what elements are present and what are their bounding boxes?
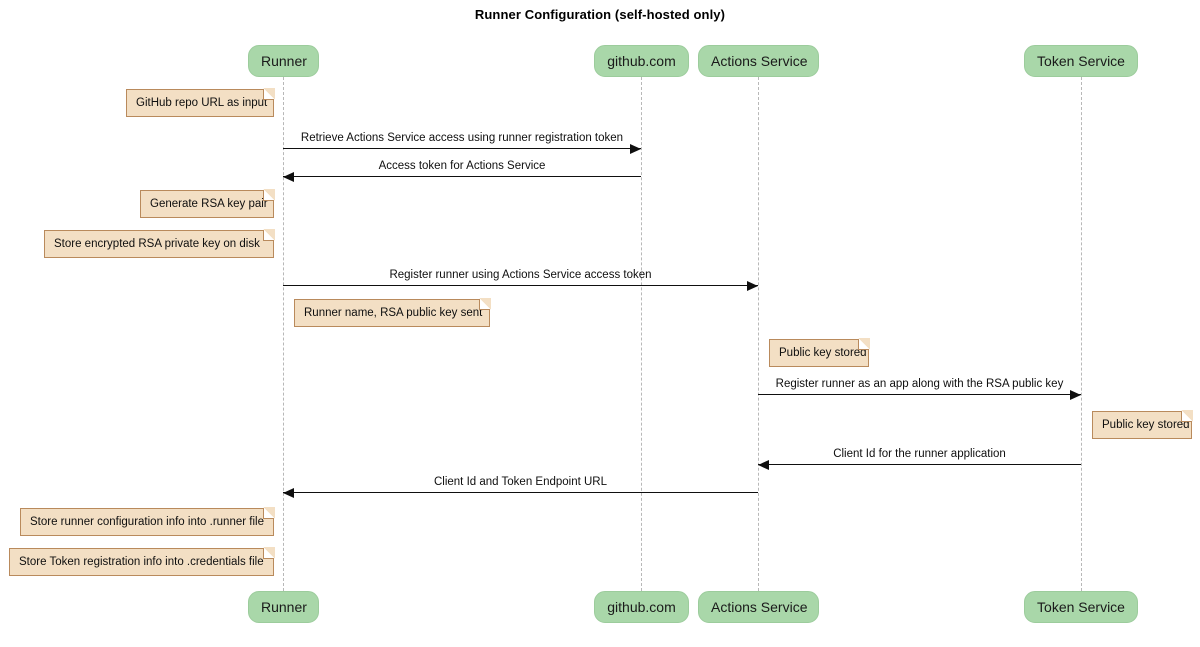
participant-tokensvc-top[interactable]: Token Service [1024, 45, 1138, 77]
participant-github-top[interactable]: github.com [594, 45, 689, 77]
participant-runner-bottom[interactable]: Runner [248, 591, 319, 623]
note-1: Generate RSA key pair [140, 189, 275, 218]
participant-label: Token Service [1037, 53, 1125, 69]
note-fold-corner-icon [263, 507, 275, 519]
participant-label: github.com [607, 53, 676, 69]
note-text: Store encrypted RSA private key on disk [54, 238, 260, 250]
note-4: Public key stored [769, 338, 870, 367]
note-text: GitHub repo URL as input [136, 97, 268, 109]
message-line-2 [283, 285, 758, 286]
note-6: Store runner configuration info into .ru… [20, 507, 275, 536]
message-label-5: Client Id and Token Endpoint URL [433, 476, 608, 488]
message-line-1 [283, 176, 641, 177]
participant-runner-top[interactable]: Runner [248, 45, 319, 77]
note-text: Public key stored [1102, 419, 1190, 431]
note-text: Store runner configuration info into .ru… [30, 516, 264, 528]
note-fold-corner-icon [263, 189, 275, 201]
message-label-3: Register runner as an app along with the… [775, 378, 1064, 390]
message-arrowhead-2 [747, 280, 758, 291]
note-5: Public key stored [1092, 410, 1193, 439]
note-fold-corner-icon [1181, 410, 1193, 422]
participant-actions-bottom[interactable]: Actions Service [698, 591, 819, 623]
message-line-0 [283, 148, 641, 149]
participant-label: Actions Service [711, 53, 808, 69]
note-fold-corner-icon [263, 88, 275, 100]
message-line-5 [283, 492, 758, 493]
lifeline-runner [283, 77, 284, 591]
message-arrowhead-1 [283, 171, 294, 182]
note-fold-corner-icon [479, 298, 491, 310]
participant-label: github.com [607, 599, 676, 615]
participant-label: Runner [261, 599, 307, 615]
message-arrowhead-0 [630, 143, 641, 154]
participant-label: Token Service [1037, 599, 1125, 615]
participant-github-bottom[interactable]: github.com [594, 591, 689, 623]
message-label-2: Register runner using Actions Service ac… [389, 269, 652, 281]
message-label-4: Client Id for the runner application [833, 448, 1006, 460]
lifeline-actions [758, 77, 759, 591]
note-7: Store Token registration info into .cred… [9, 547, 275, 576]
participant-label: Actions Service [711, 599, 808, 615]
note-text: Generate RSA key pair [150, 198, 268, 210]
note-0: GitHub repo URL as input [126, 88, 275, 117]
participant-actions-top[interactable]: Actions Service [698, 45, 819, 77]
participant-label: Runner [261, 53, 307, 69]
message-line-4 [758, 464, 1081, 465]
lifeline-tokensvc [1081, 77, 1082, 591]
message-arrowhead-3 [1070, 389, 1081, 400]
message-label-0: Retrieve Actions Service access using ru… [300, 132, 624, 144]
note-text: Runner name, RSA public key sent [304, 307, 483, 319]
message-arrowhead-4 [758, 459, 769, 470]
note-fold-corner-icon [263, 547, 275, 559]
note-text: Store Token registration info into .cred… [19, 556, 264, 568]
note-fold-corner-icon [263, 229, 275, 241]
note-text: Public key stored [779, 347, 867, 359]
diagram-title: Runner Configuration (self-hosted only) [474, 7, 726, 22]
note-2: Store encrypted RSA private key on disk [44, 229, 275, 258]
message-line-3 [758, 394, 1081, 395]
participant-tokensvc-bottom[interactable]: Token Service [1024, 591, 1138, 623]
lifeline-github [641, 77, 642, 591]
message-arrowhead-5 [283, 487, 294, 498]
note-fold-corner-icon [858, 338, 870, 350]
note-3: Runner name, RSA public key sent [294, 298, 491, 327]
message-label-1: Access token for Actions Service [378, 160, 546, 172]
